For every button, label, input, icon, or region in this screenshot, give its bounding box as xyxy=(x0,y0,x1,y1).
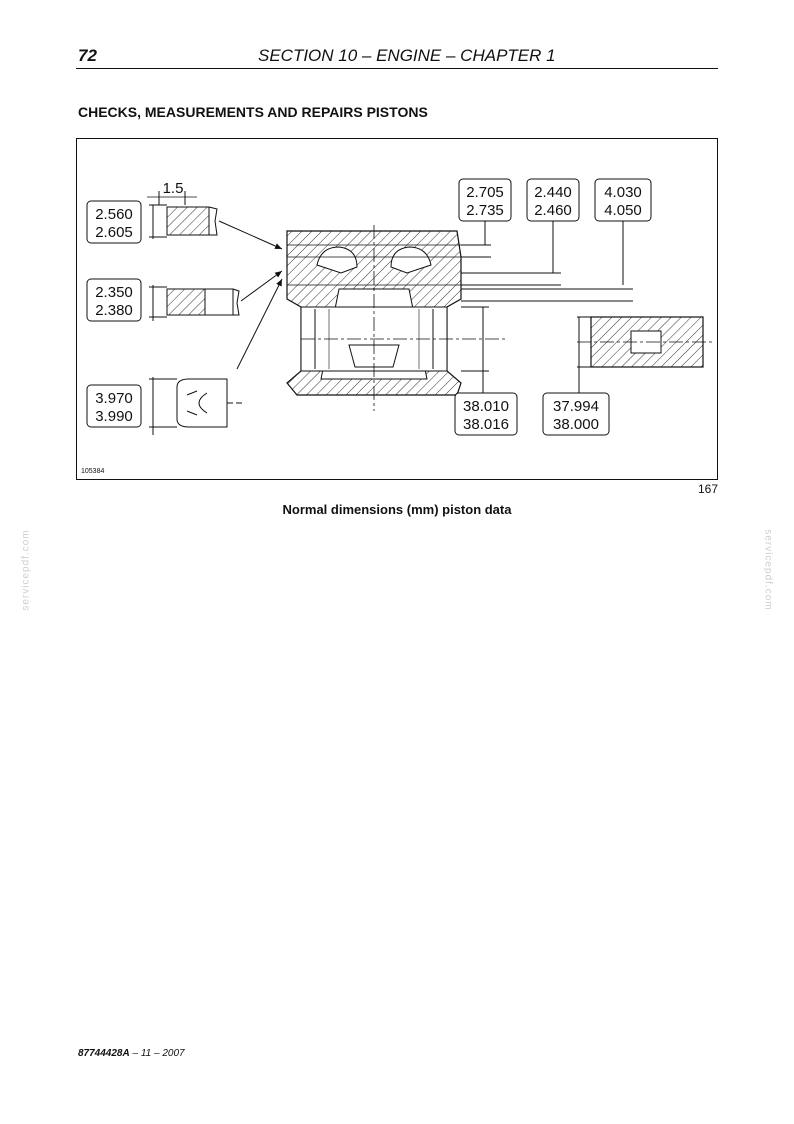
piston-figure: 2.560 2.605 1.5 2.350 2.380 3.970 3.990 … xyxy=(76,138,718,480)
watermark-right: servicepdf.com xyxy=(762,529,774,611)
ring1-max: 2.605 xyxy=(95,224,133,241)
ring-step-value: 1.5 xyxy=(163,180,184,197)
groove2-min: 2.440 xyxy=(534,184,572,201)
piston-diagram: 2.560 2.605 1.5 2.350 2.380 3.970 3.990 … xyxy=(81,178,713,475)
figure-number: 167 xyxy=(697,482,718,496)
pin-min: 37.994 xyxy=(553,398,599,415)
ring2-dimension-box xyxy=(86,278,142,322)
groove1-dimension-box xyxy=(458,178,512,222)
pin-bore-min: 38.010 xyxy=(463,398,509,415)
image-code: 105384 xyxy=(81,468,104,475)
ring2-section xyxy=(149,270,283,321)
groove1-max: 2.735 xyxy=(466,202,504,219)
groove3-max: 4.050 xyxy=(604,202,642,219)
ring3-max: 3.990 xyxy=(95,408,133,425)
groove3-min: 4.030 xyxy=(604,184,642,201)
section-heading: CHECKS, MEASUREMENTS AND REPAIRS PISTONS xyxy=(78,104,428,120)
piston-pin xyxy=(577,316,713,393)
pin-bore-max: 38.016 xyxy=(463,416,509,433)
ring1-section xyxy=(147,191,283,250)
pin-bore-dimension-box xyxy=(454,392,518,436)
ring1-dimension-box xyxy=(86,200,142,244)
ring2-max: 2.380 xyxy=(95,302,133,319)
groove2-dimension-box xyxy=(526,178,580,222)
ring1-min: 2.560 xyxy=(95,206,133,223)
page-header-title: SECTION 10 – ENGINE – CHAPTER 1 xyxy=(258,46,556,65)
ring3-min: 3.970 xyxy=(95,390,133,407)
ring2-min: 2.350 xyxy=(95,284,133,301)
ring3-dimension-box xyxy=(86,384,142,428)
footer-date: – 11 – 2007 xyxy=(129,1048,185,1059)
groove3-dimension-box xyxy=(594,178,652,222)
groove2-max: 2.460 xyxy=(534,202,572,219)
pin-bore-leader xyxy=(461,306,489,393)
figure-caption: Normal dimensions (mm) piston data xyxy=(282,502,512,517)
piston-body xyxy=(286,225,507,411)
page-number: 72 xyxy=(78,46,97,65)
groove-leaders xyxy=(461,221,633,302)
footer-doc-code: 87744428A xyxy=(78,1048,130,1059)
ring3-section xyxy=(149,278,283,435)
header-rule xyxy=(76,68,718,69)
footer-document-code: 87744428A – 11 – 2007 xyxy=(78,1048,185,1059)
watermark-left: servicepdf.com xyxy=(20,529,32,611)
groove1-min: 2.705 xyxy=(466,184,504,201)
pin-max: 38.000 xyxy=(553,416,599,433)
pin-dimension-box xyxy=(542,392,610,436)
